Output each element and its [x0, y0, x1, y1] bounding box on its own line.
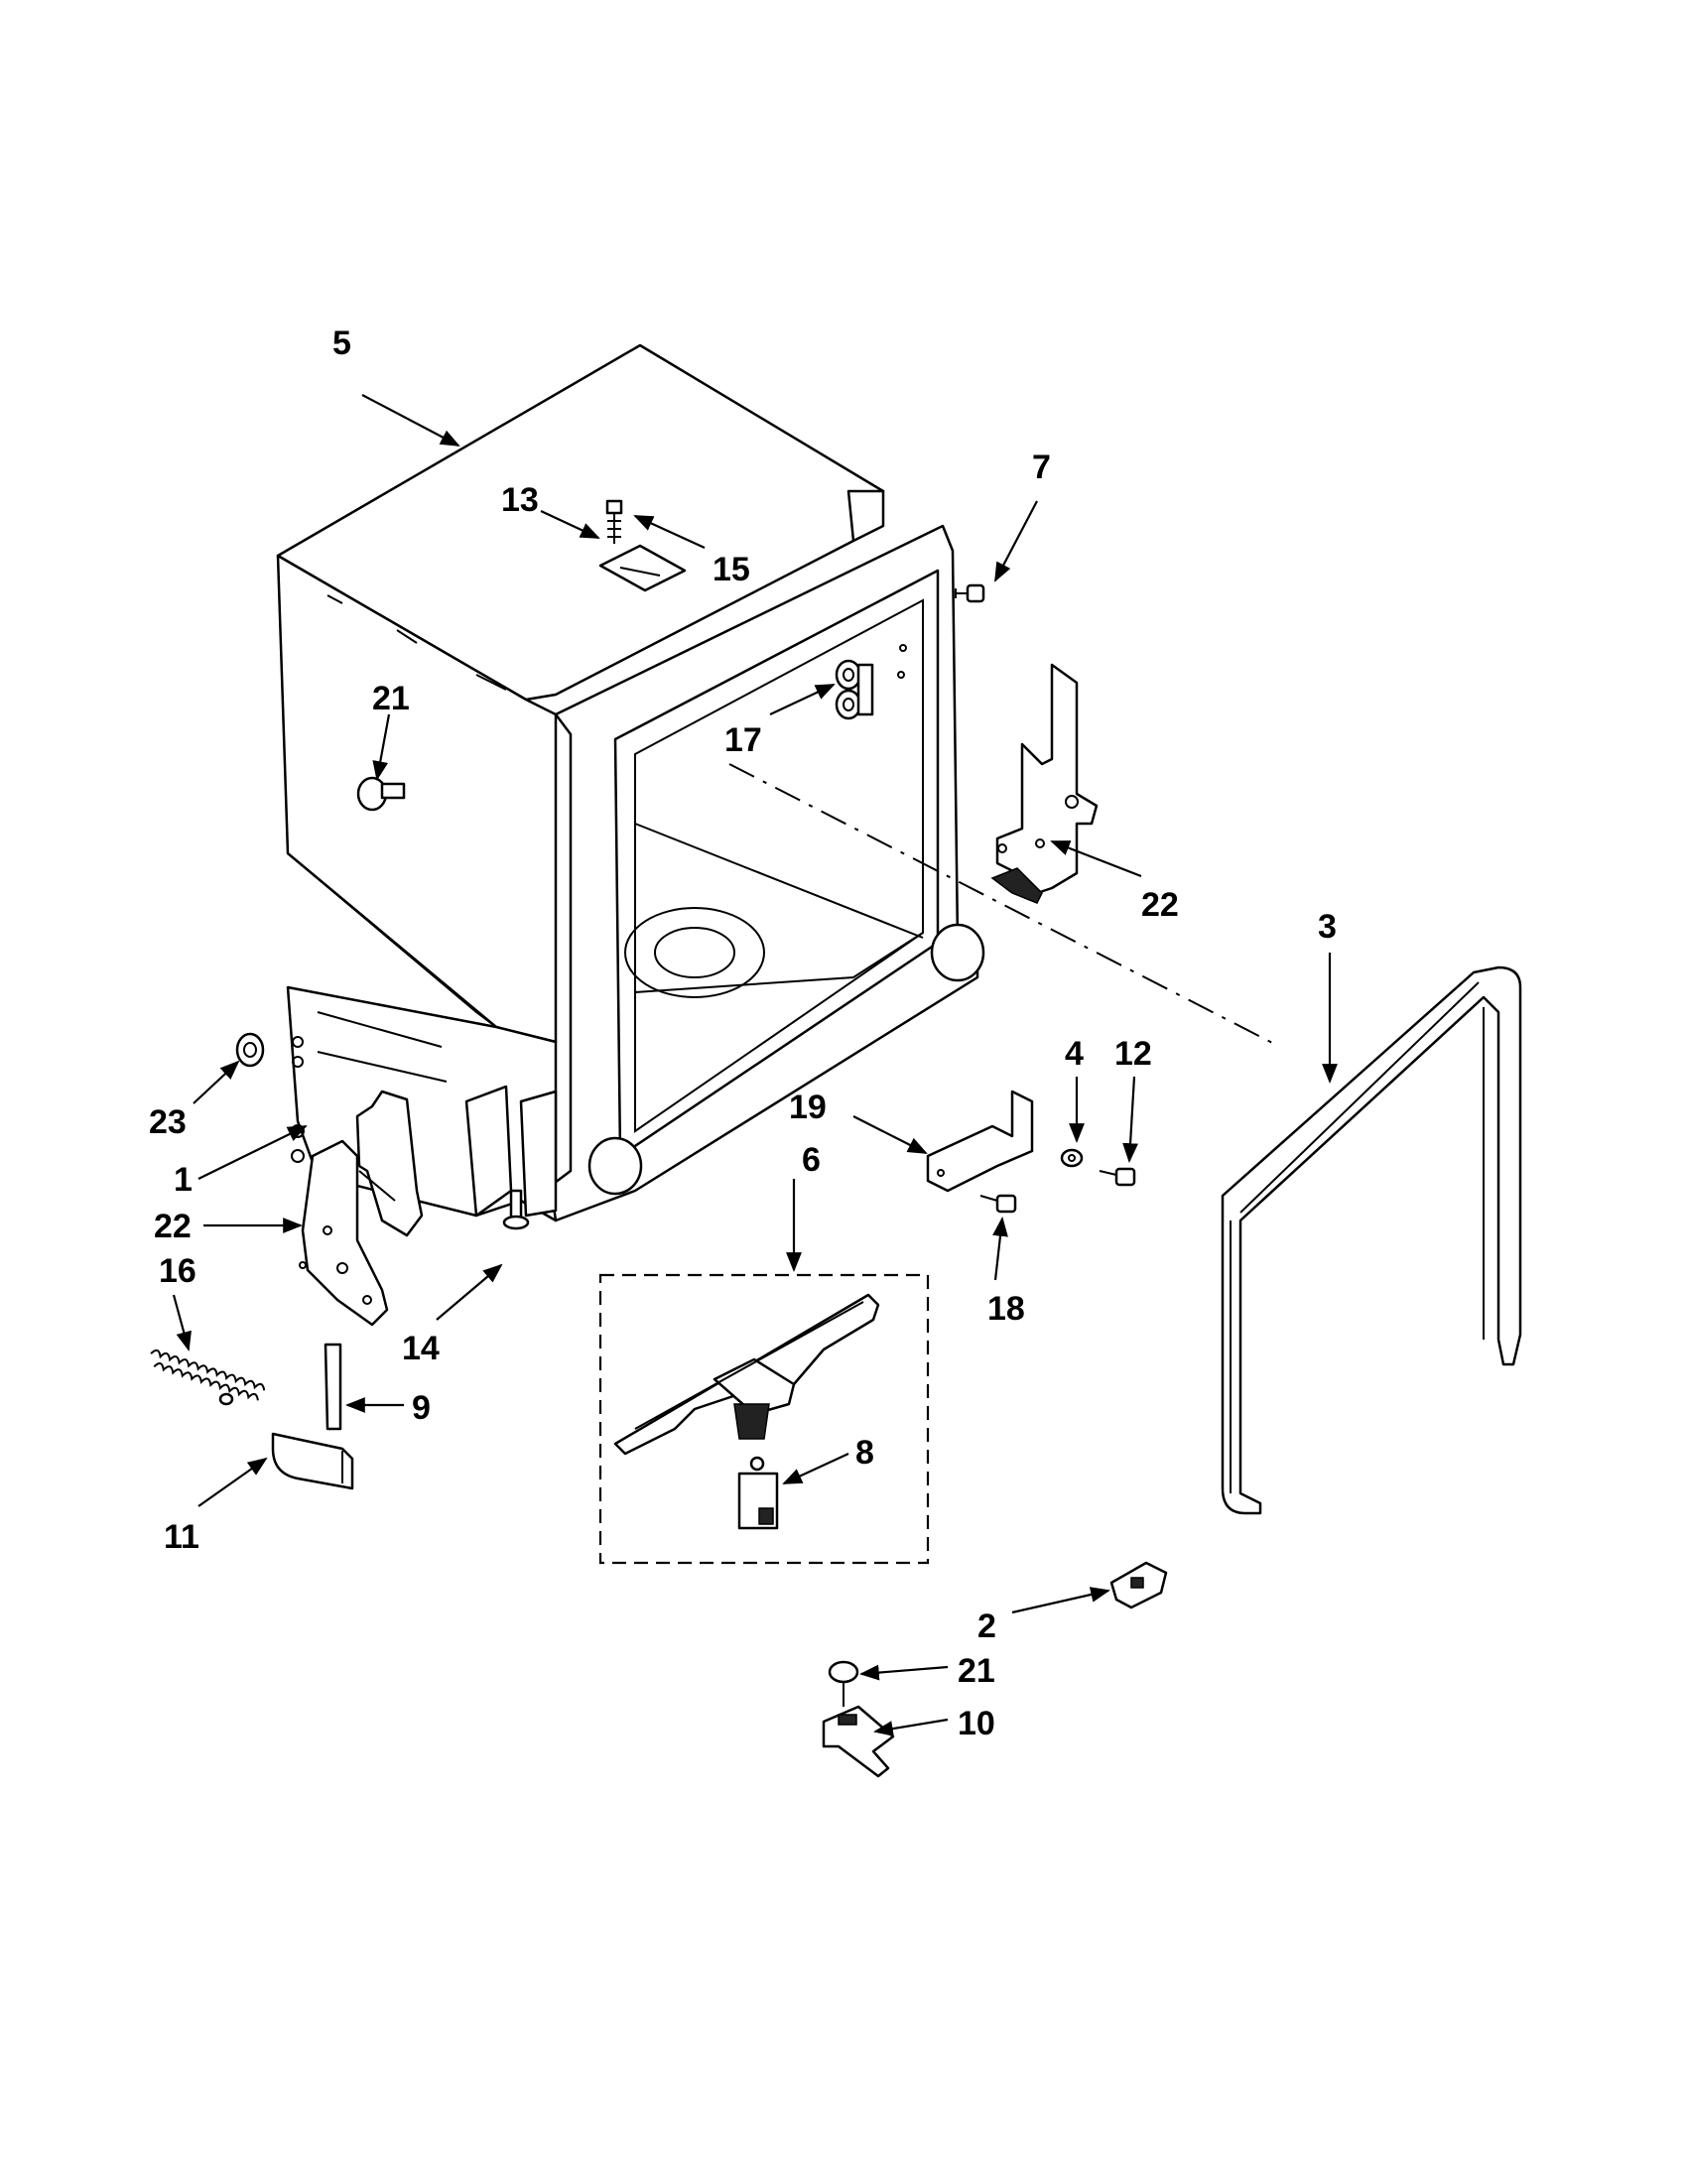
foot-cover-part-11	[271, 1432, 354, 1490]
callout-18: 18	[987, 1290, 1025, 1328]
callout-1: 1	[174, 1161, 193, 1199]
callout-4: 4	[1065, 1035, 1084, 1073]
callout-7: 7	[1032, 449, 1051, 486]
screw-part-12	[1099, 1167, 1136, 1187]
callout-16: 16	[159, 1252, 196, 1290]
vent-plate-part-13	[598, 544, 687, 592]
door-gasket-part-3	[1221, 965, 1522, 1515]
bracket-part-22-lower	[299, 1139, 389, 1327]
pad-part-9	[324, 1343, 342, 1431]
screw-part-15	[605, 499, 623, 544]
nut-part-23	[235, 1032, 265, 1068]
callout-15: 15	[713, 551, 750, 588]
callout-labels: 5 13 15 7 21 17 22 3 4 12 19 23 1 22 16 …	[149, 324, 1337, 1742]
clip-part-2	[1109, 1561, 1168, 1609]
spray-hub-part-8	[737, 1456, 779, 1530]
bracket-part-22-upper	[990, 663, 1099, 904]
callout-3: 3	[1318, 908, 1337, 946]
callout-6: 6	[802, 1141, 821, 1179]
callout-11: 11	[164, 1518, 199, 1556]
callout-8: 8	[855, 1434, 874, 1472]
bracket-part-19	[926, 1090, 1034, 1193]
callout-12: 12	[1114, 1035, 1152, 1073]
callout-14: 14	[402, 1330, 440, 1367]
screw-part-18	[979, 1194, 1017, 1214]
washer-part-4	[1060, 1148, 1084, 1168]
callout-22: 22	[1141, 886, 1179, 924]
callout-17: 17	[724, 721, 762, 759]
spray-arm-assembly-box-part-6	[598, 1273, 930, 1565]
leader-lines	[172, 394, 1338, 1736]
callout-22: 22	[154, 1208, 192, 1245]
leveling-leg-part-14	[502, 1189, 530, 1230]
hinge-part-1	[355, 1090, 424, 1237]
screw-part-7	[955, 583, 985, 603]
bracket-plate-part-10	[822, 1705, 895, 1778]
callout-23: 23	[149, 1103, 187, 1141]
callout-21: 21	[372, 680, 410, 717]
callout-2: 2	[977, 1607, 996, 1645]
roller-part-17	[835, 644, 907, 720]
plug-part-21-upper	[356, 776, 406, 812]
callout-21: 21	[958, 1652, 995, 1690]
callout-5: 5	[332, 324, 351, 362]
callout-19: 19	[789, 1089, 827, 1126]
callout-9: 9	[412, 1389, 431, 1427]
spring-part-16	[150, 1349, 266, 1406]
callout-13: 13	[501, 481, 539, 519]
callout-10: 10	[958, 1705, 995, 1742]
cap-part-21-lower	[828, 1660, 859, 1707]
